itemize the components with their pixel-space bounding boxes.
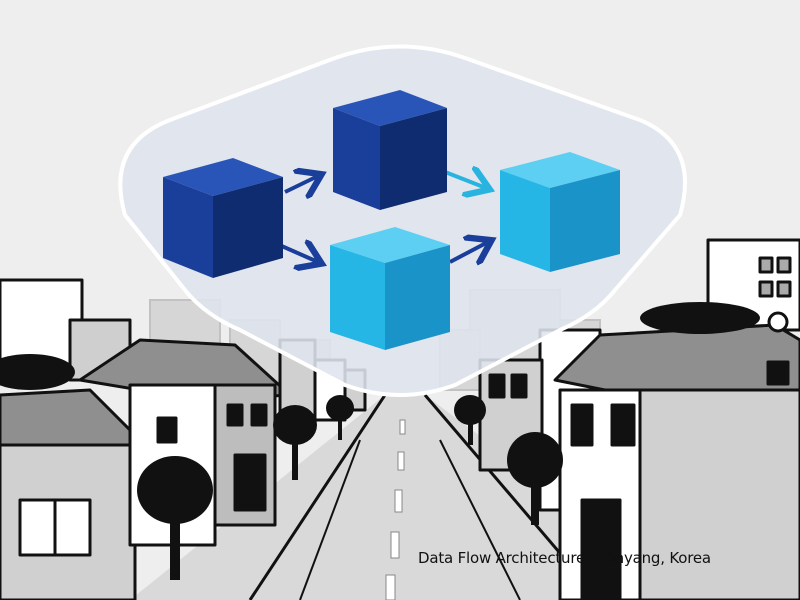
left-trees xyxy=(0,354,354,580)
cube-node-2 xyxy=(333,90,447,210)
lane-markings xyxy=(385,419,406,600)
cube-node-4 xyxy=(500,152,620,272)
right-buildings xyxy=(478,238,800,600)
arrow-1-to-2 xyxy=(284,176,318,192)
arrow-3-to-4 xyxy=(449,242,488,262)
architecture-diagram xyxy=(118,44,687,397)
arrow-2-to-4 xyxy=(439,170,486,188)
right-trees xyxy=(454,302,760,525)
cube-node-1 xyxy=(163,158,283,278)
caption-text: Data Flow Architecture -- Anyang, Korea xyxy=(418,549,711,567)
street xyxy=(130,394,700,600)
diagram-panel xyxy=(118,44,687,397)
cube-node-3 xyxy=(330,227,450,350)
